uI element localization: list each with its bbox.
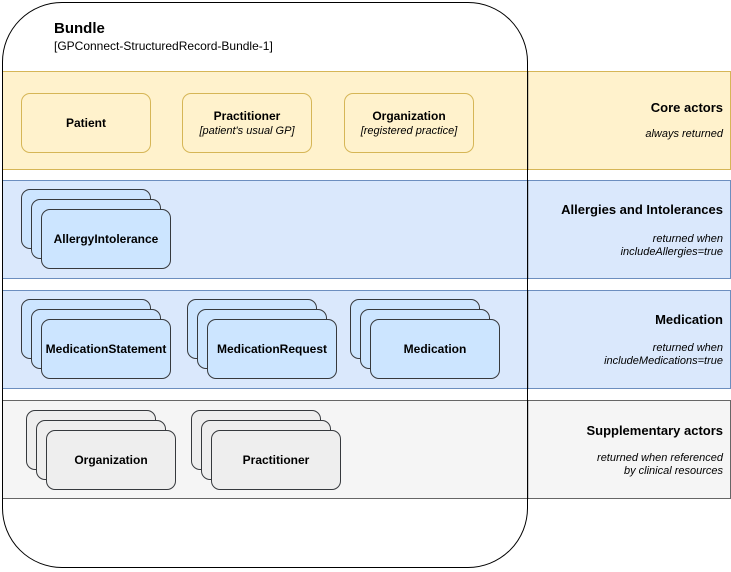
- bundle-title: Bundle: [54, 20, 105, 37]
- practitioner-node: Practitioner [patient's usual GP]: [182, 93, 312, 153]
- supplementary-practitioner-node: Practitioner: [211, 430, 341, 490]
- supplementary-note: returned when referenced by clinical res…: [597, 452, 723, 478]
- node-label: MedicationRequest: [216, 342, 327, 356]
- supplementary-note-line1: returned when referenced: [597, 452, 723, 464]
- supplementary-note-line2: by clinical resources: [623, 465, 723, 477]
- supplementary-organization-node: Organization: [46, 430, 176, 490]
- patient-node: Patient: [21, 93, 151, 153]
- organization-node: Organization [registered practice]: [344, 93, 474, 153]
- node-label: Medication: [403, 342, 467, 356]
- node-label: AllergyIntolerance: [53, 232, 159, 246]
- medication-note-line1: returned when: [652, 342, 723, 354]
- core-actors-note: always returned: [645, 128, 723, 140]
- medication-note: returned when includeMedications=true: [604, 342, 723, 368]
- medication-statement-node: MedicationStatement: [41, 319, 171, 379]
- allergies-note: returned when includeAllergies=true: [621, 233, 723, 259]
- allergies-note-line2: includeAllergies=true: [620, 246, 723, 258]
- node-label: MedicationStatement: [45, 342, 167, 356]
- allergies-note-line1: returned when: [652, 233, 723, 245]
- allergies-heading: Allergies and Intolerances: [561, 202, 723, 217]
- node-sublabel: [registered practice]: [360, 125, 458, 137]
- band-divider: [528, 400, 529, 499]
- node-sublabel: [patient's usual GP]: [199, 125, 295, 137]
- allergy-intolerance-node: AllergyIntolerance: [41, 209, 171, 269]
- band-divider: [528, 180, 529, 279]
- medication-node: Medication: [370, 319, 500, 379]
- medication-heading: Medication: [655, 312, 723, 327]
- medication-request-node: MedicationRequest: [207, 319, 337, 379]
- supplementary-heading: Supplementary actors: [586, 423, 723, 438]
- bundle-subtitle: [GPConnect-StructuredRecord-Bundle-1]: [54, 39, 273, 53]
- node-label: Organization: [74, 453, 148, 467]
- node-label: Patient: [65, 116, 106, 130]
- node-label: Practitioner: [213, 109, 281, 123]
- band-divider: [528, 290, 529, 389]
- core-actors-heading: Core actors: [650, 100, 723, 115]
- node-label: Practitioner: [242, 453, 310, 467]
- node-label: Organization: [372, 109, 446, 123]
- band-divider: [528, 71, 529, 170]
- medication-note-line2: includeMedications=true: [604, 355, 723, 367]
